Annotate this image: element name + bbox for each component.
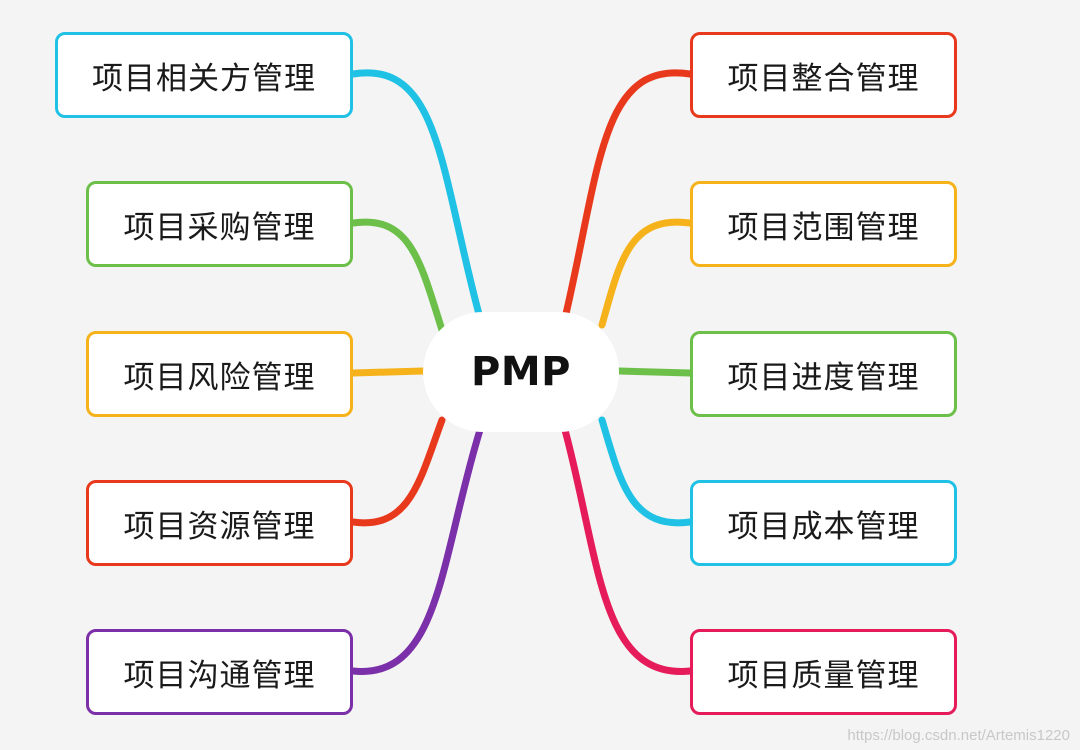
node-label: 项目范围管理 [727, 209, 920, 246]
branch-right-2 [615, 367, 694, 377]
node-risk-management[interactable]: 项目风险管理 [86, 331, 353, 417]
node-label: 项目进度管理 [727, 359, 920, 396]
node-quality-management[interactable]: 项目质量管理 [690, 629, 957, 715]
node-integration-management[interactable]: 项目整合管理 [690, 32, 957, 118]
node-scope-management[interactable]: 项目范围管理 [690, 181, 957, 267]
center-label: PMP [471, 349, 571, 395]
node-label: 项目采购管理 [123, 209, 316, 246]
node-label: 项目沟通管理 [123, 657, 316, 694]
node-label: 项目整合管理 [727, 60, 920, 97]
node-stakeholder-management[interactable]: 项目相关方管理 [55, 32, 353, 118]
node-label: 项目相关方管理 [92, 60, 316, 97]
node-cost-management[interactable]: 项目成本管理 [690, 480, 957, 566]
node-communication-management[interactable]: 项目沟通管理 [86, 629, 353, 715]
branch-right-3 [598, 416, 694, 527]
node-procurement-management[interactable]: 项目采购管理 [86, 181, 353, 267]
branch-left-1 [349, 218, 446, 334]
branch-right-4 [561, 426, 694, 675]
branch-right-0 [561, 69, 694, 322]
branch-left-0 [349, 69, 484, 322]
branch-right-1 [598, 218, 694, 329]
branch-left-3 [349, 416, 446, 527]
node-resource-management[interactable]: 项目资源管理 [86, 480, 353, 566]
node-schedule-management[interactable]: 项目进度管理 [690, 331, 957, 417]
center-node[interactable]: PMP [423, 312, 619, 432]
node-label: 项目质量管理 [727, 657, 920, 694]
watermark: https://blog.csdn.net/Artemis1220 [847, 727, 1070, 744]
branch-left-4 [349, 426, 484, 675]
node-label: 项目风险管理 [123, 359, 316, 396]
branch-left-2 [349, 367, 427, 377]
node-label: 项目成本管理 [727, 508, 920, 545]
node-label: 项目资源管理 [123, 508, 316, 545]
